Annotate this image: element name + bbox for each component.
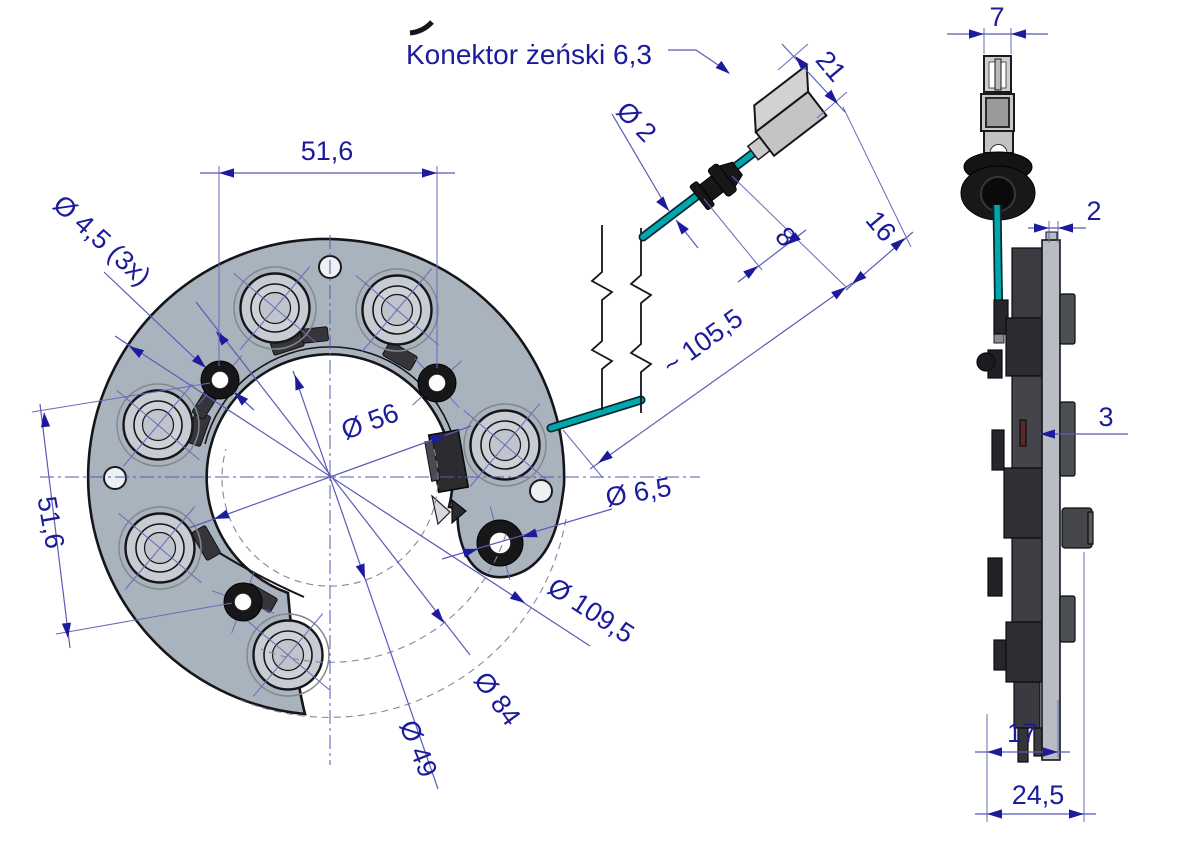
dim-top-width: 51,6	[200, 136, 455, 368]
diode	[233, 266, 317, 350]
wire-front-segment	[546, 395, 646, 433]
diode	[355, 20, 439, 352]
diode	[463, 403, 547, 487]
ring-hole	[211, 570, 275, 634]
dim-bore-label: Ø 56	[337, 397, 402, 445]
ring-hole	[412, 358, 462, 408]
side-view: 7 2 3 17	[947, 2, 1128, 822]
dim-offset-label: 3	[1098, 402, 1113, 432]
break-line	[590, 225, 614, 410]
dim-wire-length-label: ~ 105,5	[657, 303, 748, 381]
dim-outer-label: Ø 109,5	[542, 572, 639, 649]
connector-side	[980, 55, 1015, 154]
dim-top-width-label: 51,6	[301, 136, 354, 166]
dim-tab-width-label: 7	[989, 2, 1004, 32]
small-hole	[103, 466, 127, 490]
front-view: Ø 56 Ø 109,5 Ø 84 Ø 49 Ø 6,5	[32, 20, 700, 790]
dim-tab-width: 7	[947, 2, 1048, 54]
connector-label-group: Konektor żeński 6,3	[406, 39, 733, 78]
mount-rings	[195, 355, 537, 634]
small-hole	[529, 479, 553, 503]
diode	[246, 613, 330, 697]
dim-plate-thickness: 2	[1028, 196, 1102, 243]
connector-label: Konektor żeński 6,3	[406, 39, 652, 70]
dim-plate-thickness-label: 2	[1086, 196, 1101, 226]
ring-hole	[195, 355, 245, 405]
rectifier-stack-side	[976, 231, 1094, 763]
dim-mount-holes-label: Ø 4,5 (3x)	[47, 189, 156, 292]
circle-109-dashed	[239, 518, 567, 718]
dim-wire-diameter-label: Ø 2	[611, 96, 663, 148]
dim-grommet-to-connector: 16	[842, 106, 914, 291]
dim-inner-label: Ø 49	[393, 716, 443, 782]
female-connector	[746, 63, 828, 161]
diodes	[116, 20, 547, 697]
dim-tab-hole-label: Ø 6,5	[603, 472, 673, 513]
dim-left-height-label: 51,6	[32, 494, 71, 551]
dim-offset: 3	[1040, 402, 1128, 439]
break-line	[629, 228, 653, 413]
dim-depth-total-label: 24,5	[1012, 780, 1065, 810]
dim-middle-label: Ø 84	[468, 666, 527, 731]
rectifier-plate	[86, 237, 566, 716]
dim-grommet-to-connector-label: 16	[860, 205, 902, 247]
dim-depth-inner: 17	[975, 700, 1070, 822]
dim-depth-total: 24,5	[975, 552, 1096, 822]
dim-wire-length: ~ 105,5	[562, 282, 853, 479]
grommet-side	[960, 151, 1036, 221]
diode	[116, 383, 200, 467]
dim-depth-inner-label: 17	[1007, 718, 1037, 748]
circle-49-dashed	[221, 448, 439, 587]
terminal-block	[424, 429, 470, 526]
diode	[118, 506, 202, 590]
